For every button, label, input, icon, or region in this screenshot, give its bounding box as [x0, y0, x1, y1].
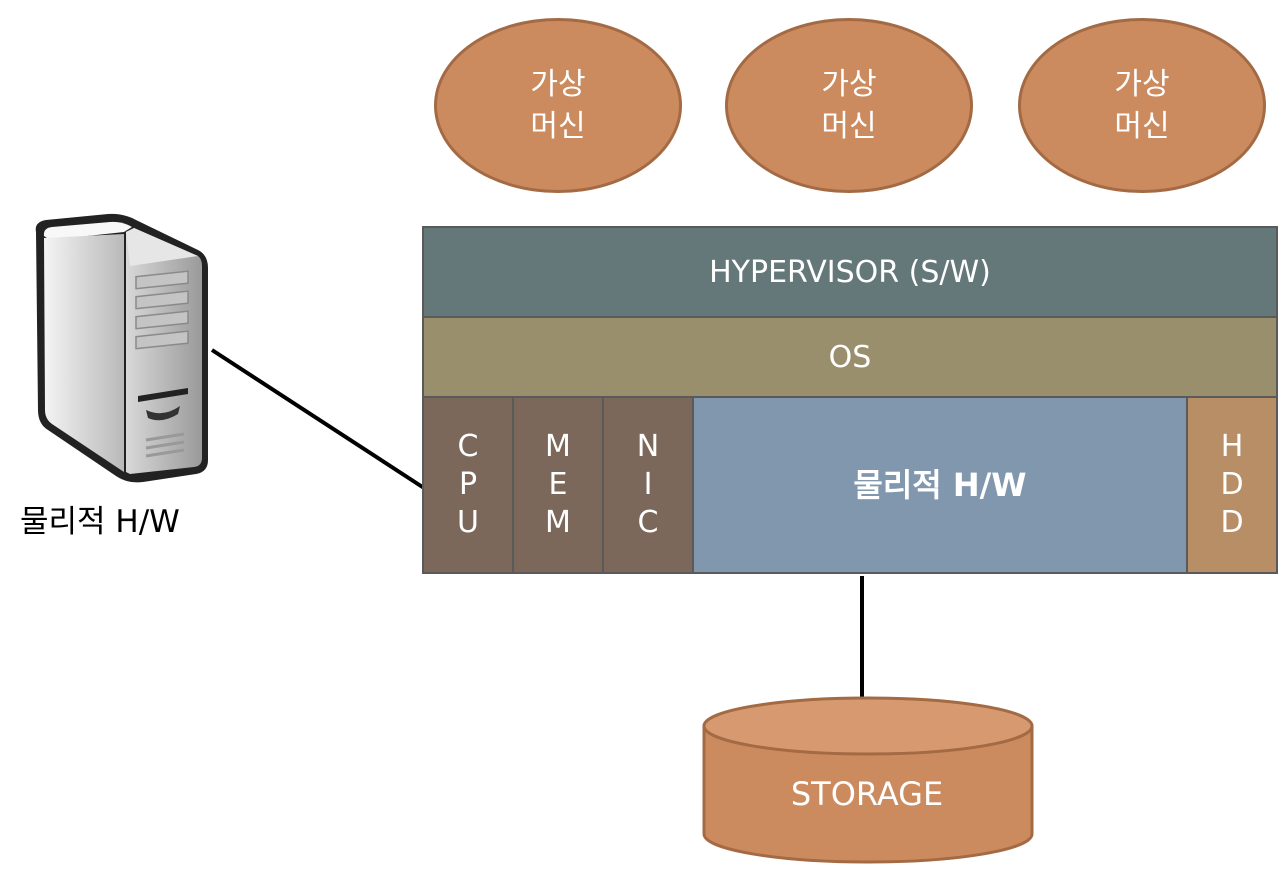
vm-label-line2: 머신 — [530, 108, 586, 144]
cpu-letter: P — [458, 467, 478, 502]
server-tower-icon — [35, 213, 208, 483]
vm-label-line1: 가상 — [821, 66, 877, 102]
physical-hardware-label: 물리적 H/W — [853, 466, 1027, 504]
hypervisor-label: HYPERVISOR (S/W) — [709, 254, 991, 290]
mem-letter: M — [545, 505, 571, 540]
storage-label: STORAGE — [790, 775, 944, 813]
cpu-letter: C — [457, 429, 479, 464]
vm-label-line2: 머신 — [821, 108, 877, 144]
hdd-letter: D — [1220, 505, 1244, 540]
virtual-machine-3: 가상 머신 — [1018, 18, 1266, 193]
hypervisor-layer: HYPERVISOR (S/W) — [422, 226, 1278, 318]
virtualization-stack: HYPERVISOR (S/W) OS C P U M E M N I C 물리… — [422, 226, 1278, 574]
hdd-block: H D D — [1186, 396, 1278, 574]
nic-block: N I C — [602, 396, 694, 574]
nic-letter: N — [636, 429, 660, 464]
virtual-machine-2: 가상 머신 — [725, 18, 973, 193]
hdd-letter: H — [1220, 429, 1244, 464]
server-to-hardware-line — [210, 348, 426, 490]
vm-label-line2: 머신 — [1114, 108, 1170, 144]
vm-label-line1: 가상 — [1114, 66, 1170, 102]
nic-letter: I — [643, 467, 653, 502]
hdd-letter: D — [1220, 467, 1244, 502]
storage-cylinder-icon — [702, 696, 1034, 864]
virtual-machine-1: 가상 머신 — [434, 18, 682, 193]
mem-letter: M — [545, 429, 571, 464]
cpu-letter: U — [457, 505, 479, 540]
vm-label-line1: 가상 — [530, 66, 586, 102]
os-label: OS — [828, 339, 872, 375]
os-layer: OS — [422, 316, 1278, 398]
physical-hardware-block: 물리적 H/W — [692, 396, 1188, 574]
server-label: 물리적 H/W — [20, 504, 180, 540]
mem-letter: E — [548, 467, 568, 502]
cpu-block: C P U — [422, 396, 514, 574]
memory-block: M E M — [512, 396, 604, 574]
nic-letter: C — [637, 505, 659, 540]
hardware-row: C P U M E M N I C 물리적 H/W H D D — [422, 396, 1278, 574]
